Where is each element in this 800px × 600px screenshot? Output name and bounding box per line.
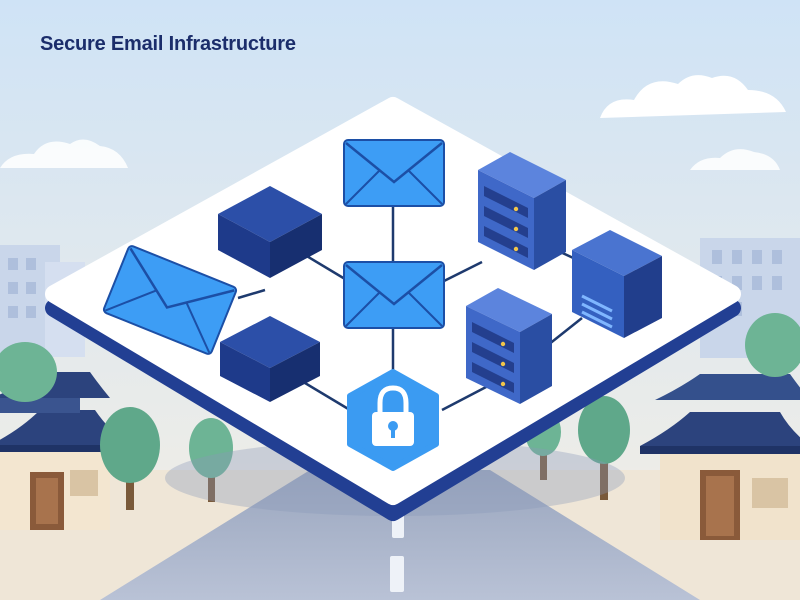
connector-line (441, 260, 483, 284)
envelope-icon (102, 245, 238, 355)
trees (0, 313, 800, 510)
page-title: Secure Email Infrastructure (40, 33, 296, 55)
envelope-icon (343, 261, 445, 329)
connector-line (441, 384, 489, 412)
lock-icon (347, 369, 439, 471)
connector-line (299, 378, 351, 412)
cloud (0, 139, 128, 168)
clouds (0, 75, 786, 170)
hanok-house-right (640, 374, 800, 540)
cloud (690, 149, 780, 170)
cube-icon (218, 186, 322, 278)
server-icon (478, 152, 566, 270)
cloud (600, 75, 786, 118)
server-icon (466, 288, 552, 404)
connector-line (547, 317, 583, 346)
envelope-icon (343, 139, 445, 207)
connector-line (237, 288, 266, 300)
hanok-house-left (0, 372, 130, 530)
server-tower-icon (572, 230, 662, 338)
cube-icon (220, 316, 320, 402)
